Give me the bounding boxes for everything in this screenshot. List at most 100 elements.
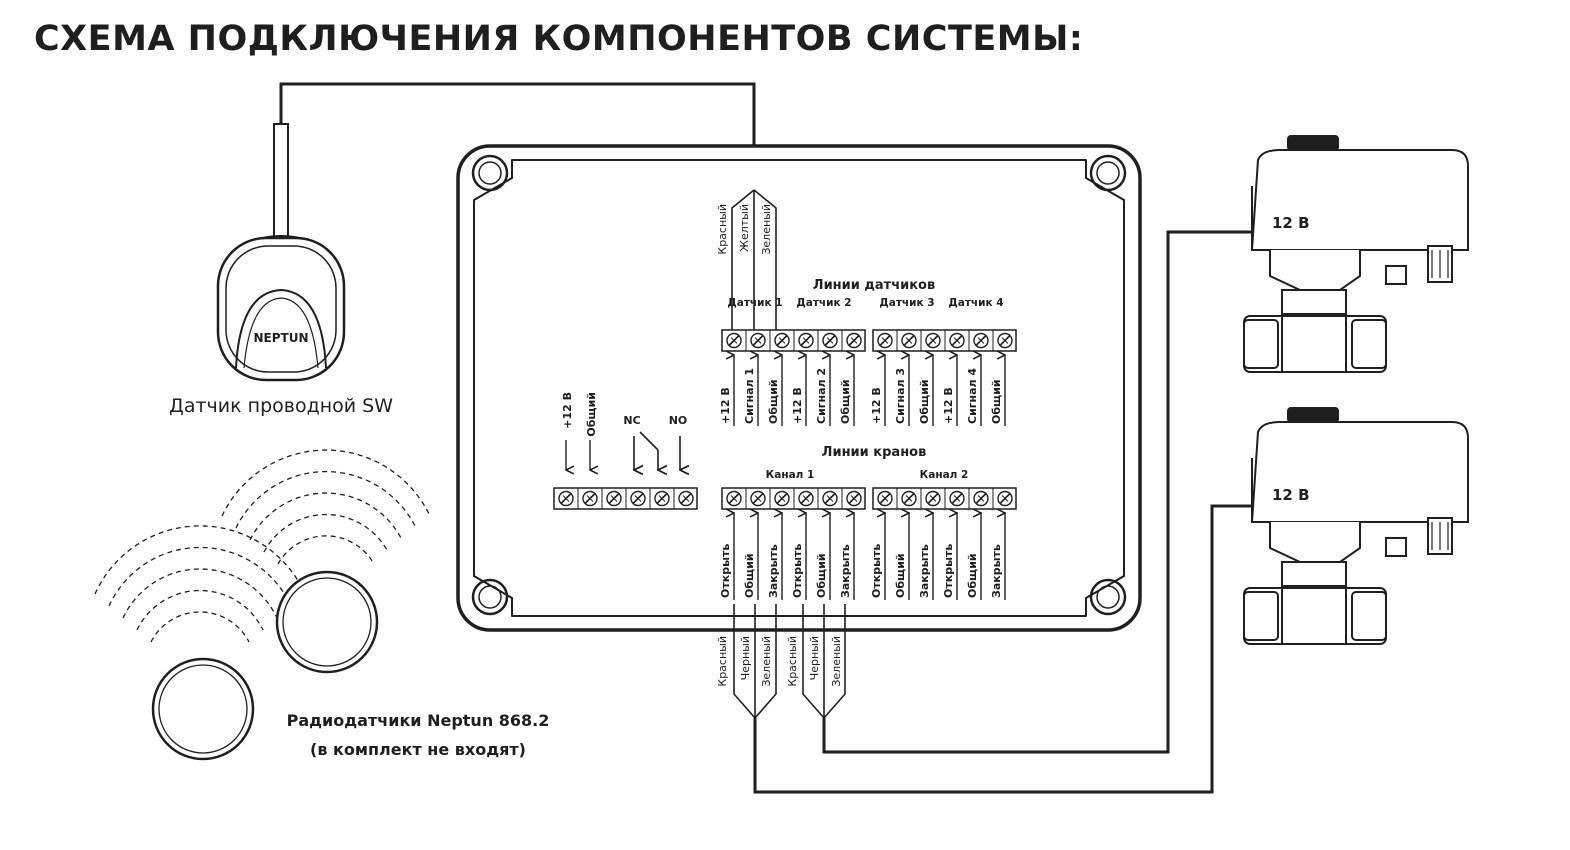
terminal-screw — [817, 488, 838, 509]
valve-channel-1-label: Канал 1 — [766, 469, 815, 481]
valve-terminal-label: Закрыть — [767, 544, 780, 598]
terminal-screw — [745, 488, 766, 509]
terminal-screw — [673, 488, 694, 509]
sensor-terminal-label: Сигнал 3 — [894, 368, 907, 424]
sensor-brand-label: NEPTUN — [253, 331, 308, 345]
power-terminal-label: Общий — [585, 392, 598, 437]
sensor-terminal-label: +12 В — [791, 387, 804, 424]
sensor-group-2-label: Датчик 2 — [796, 297, 851, 309]
terminal-screw — [745, 330, 766, 351]
relay-contact-symbol — [634, 431, 680, 470]
valve-wire-label: Черный — [808, 636, 821, 680]
sensor-group-1-label: Датчик 1 — [727, 297, 782, 309]
terminal-screw — [649, 488, 670, 509]
sensor-terminal-label: Сигнал 1 — [743, 368, 756, 424]
valve-terminal-label: Общий — [815, 553, 828, 598]
sensor-terminal-label: Общий — [990, 379, 1003, 424]
valve-terminal-label: Общий — [966, 553, 979, 598]
valve-terminal-label: Общий — [894, 553, 907, 598]
valve-lines-header: Линии кранов — [822, 445, 927, 460]
valve-wire-label: Зеленый — [760, 636, 773, 687]
terminal-screw — [577, 488, 598, 509]
terminal-screw — [841, 330, 862, 351]
terminal-screw — [601, 488, 622, 509]
sensor-terminal-label: +12 В — [870, 387, 883, 424]
valve-2-cable — [753, 504, 1252, 794]
terminal-screw — [793, 488, 814, 509]
valve-cable-fan — [733, 604, 846, 719]
power-terminal-label: +12 В — [561, 392, 574, 429]
terminal-screw — [920, 330, 941, 351]
terminal-screw — [920, 488, 941, 509]
valve-terminal-label: Закрыть — [839, 544, 852, 598]
sensor-terminal-label: +12 В — [719, 387, 732, 424]
valve-terminal-label: Открыть — [870, 544, 883, 598]
valve-actuator-2: 12 В — [1243, 407, 1469, 645]
valve-wire-label: Черный — [739, 636, 752, 680]
sensor-group-4-label: Датчик 4 — [948, 297, 1003, 309]
terminal-screw — [992, 330, 1013, 351]
radio-sensor-1 — [275, 570, 379, 674]
terminal-screw — [968, 330, 989, 351]
terminal-screw — [726, 490, 742, 507]
terminal-screw — [896, 330, 917, 351]
terminal-screw — [877, 332, 893, 349]
terminal-screw — [841, 488, 862, 509]
radio-waves-lower — [94, 525, 306, 643]
sensor-wire-labels: Красный Желтый Зеленый — [716, 204, 773, 255]
valve-wire-label: Зеленый — [830, 636, 843, 687]
sensor-terminal-label: Сигнал 2 — [815, 368, 828, 424]
sensor-wire-label: Желтый — [738, 204, 751, 252]
valve-terminal-block-2 — [872, 487, 1017, 510]
terminal-screw — [944, 330, 965, 351]
terminal-screw — [817, 330, 838, 351]
valve-actuators: 12 В 12 В — [1243, 135, 1469, 645]
terminal-screw — [992, 488, 1013, 509]
radio-sensors — [94, 449, 431, 761]
terminal-screw — [769, 488, 790, 509]
terminal-screw — [726, 332, 742, 349]
radio-sensor-2 — [151, 657, 255, 761]
terminal-screw — [625, 488, 646, 509]
sensor-terminal-label: Сигнал 4 — [966, 368, 979, 424]
valve-terminal-block-1 — [721, 487, 866, 510]
sensor-lines-header: Линии датчиков — [813, 278, 935, 293]
valve-wire-label: Красный — [786, 636, 799, 687]
sensor-terminal-label: Общий — [767, 379, 780, 424]
valve-terminal-label: Открыть — [942, 544, 955, 598]
valve-1-cable — [822, 230, 1252, 754]
sensor-terminal-label: Общий — [918, 379, 931, 424]
sensor-wire-label: Зеленый — [760, 204, 773, 255]
sensor-wire-label: Красный — [716, 204, 729, 255]
valve-terminal-label: Открыть — [719, 544, 732, 598]
relay-nc-label: NC — [623, 414, 640, 427]
valve-wire-label: Красный — [716, 636, 729, 687]
valve-actuator-1: 12 В — [1243, 135, 1469, 373]
terminal-screw — [968, 488, 989, 509]
wired-sensor-caption: Датчик проводной SW — [169, 395, 393, 417]
valve-channel-2-label: Канал 2 — [920, 469, 969, 481]
valve-wire-labels: Красный Черный Зеленый Красный Черный Зеленый — [716, 636, 843, 687]
sensor-terminal-block-2 — [872, 329, 1017, 352]
sensor-cable — [279, 82, 756, 190]
terminal-screw — [793, 330, 814, 351]
terminal-screw — [944, 488, 965, 509]
sensor-terminal-block-1 — [721, 329, 866, 352]
valve-terminal-label: Общий — [743, 553, 756, 598]
power-relay-terminal-block — [553, 487, 698, 510]
sensor-cable-fan — [731, 189, 777, 330]
valve-voltage-label: 12 В — [1272, 486, 1310, 504]
valve-terminal-label: Закрыть — [990, 544, 1003, 598]
terminal-screw — [877, 490, 893, 507]
valve-terminal-label: Открыть — [791, 544, 804, 598]
valve-voltage-label: 12 В — [1272, 214, 1310, 232]
sensor-terminal-label: Общий — [839, 379, 852, 424]
relay-no-label: NO — [669, 414, 688, 427]
radio-sensors-caption-line2: (в комплект не входят) — [310, 740, 526, 759]
valve-terminal-label: Закрыть — [918, 544, 931, 598]
terminal-labels: +12 В Сигнал 1 Общий +12 В Сигнал 2 Общий +12 … — [561, 355, 1005, 600]
terminal-screw — [769, 330, 790, 351]
sensor-terminal-label: +12 В — [942, 387, 955, 424]
terminal-screw — [558, 490, 574, 507]
